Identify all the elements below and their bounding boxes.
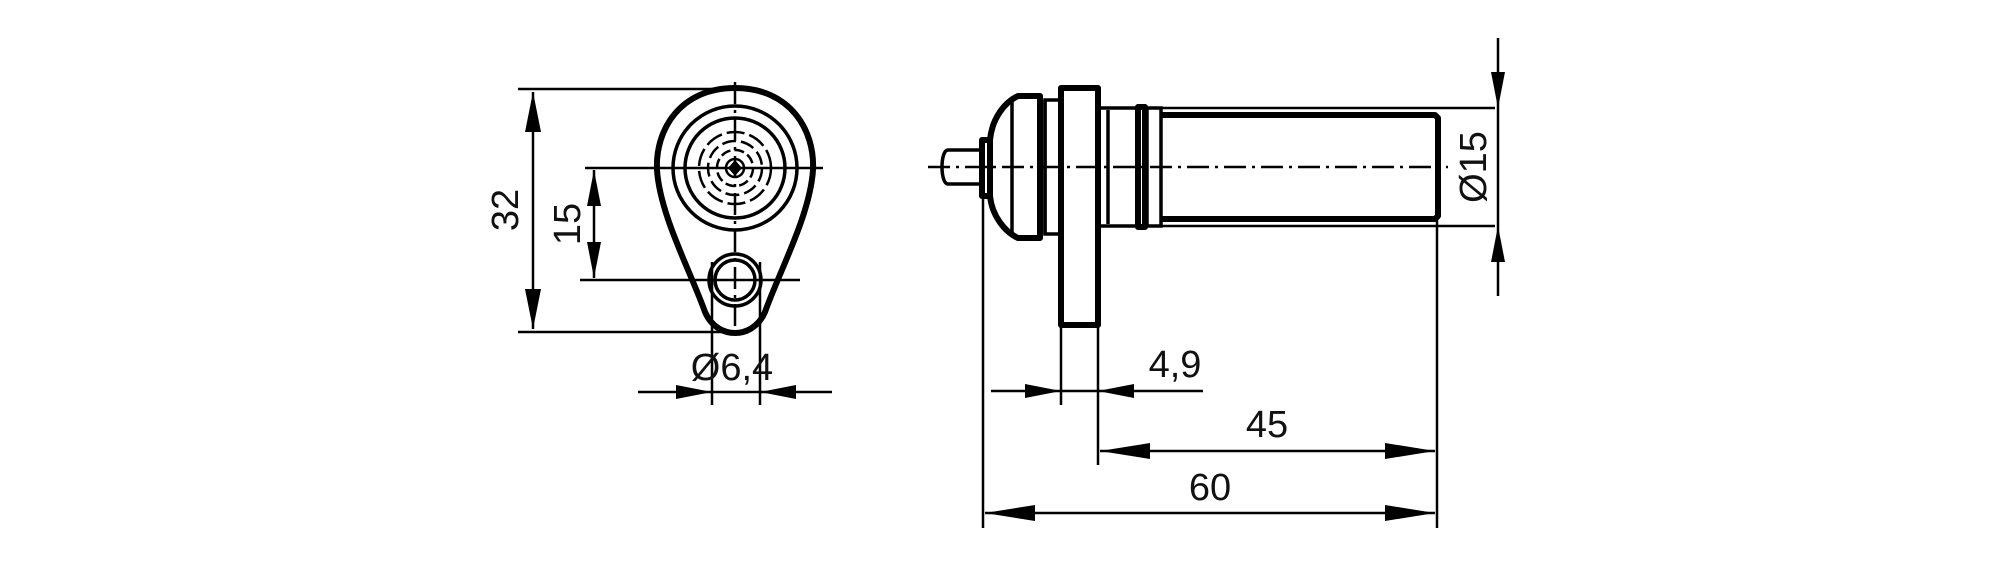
svg-text:45: 45: [1246, 404, 1288, 446]
svg-text:Ø15: Ø15: [1453, 131, 1495, 203]
dimension-hole-center-distance: 15: [547, 170, 601, 278]
dimension-thread-length: 45: [1100, 404, 1435, 459]
front-view: 32 15 Ø6,4: [485, 82, 832, 405]
dimension-hole-diameter: Ø6,4: [638, 262, 832, 405]
dimension-overall-length: 60: [985, 467, 1435, 521]
dimension-overall-height: 32: [485, 92, 541, 329]
svg-text:Ø6,4: Ø6,4: [691, 347, 773, 389]
svg-text:32: 32: [485, 189, 527, 231]
groove-ring-1: [1135, 104, 1148, 230]
dimension-body-diameter: Ø15: [1453, 38, 1505, 296]
dimension-flange-thickness: 4,9: [991, 344, 1203, 398]
svg-text:60: 60: [1189, 467, 1231, 509]
flange-side: [1058, 85, 1101, 328]
svg-text:15: 15: [547, 203, 589, 245]
svg-text:4,9: 4,9: [1149, 344, 1202, 386]
side-view: Ø15 4,9 45 60: [928, 38, 1505, 528]
